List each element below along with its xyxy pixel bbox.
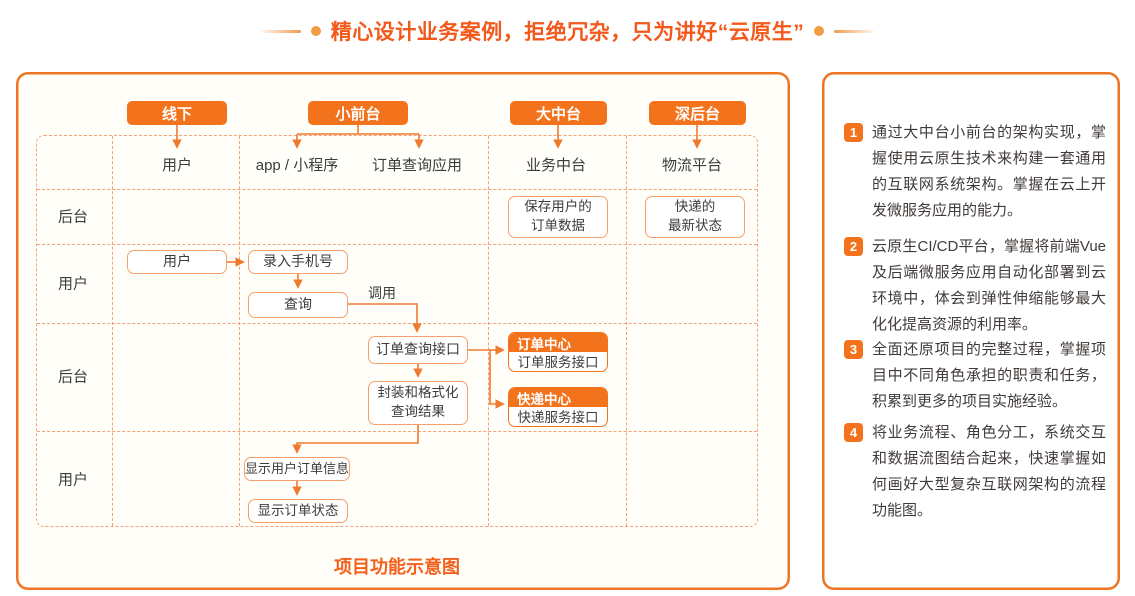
row-label-backstage-2: 后台 xyxy=(57,368,89,386)
node-express-center-sub: 快递服务接口 xyxy=(517,410,599,425)
highlight-text-3: 全面还原项目的完整过程，掌握项目中不同角色承担的职责和任务，积累到更多的项目实施… xyxy=(872,341,1106,410)
node-order-center-sub: 订单服务接口 xyxy=(517,355,599,370)
highlight-badge-4: 4 xyxy=(844,423,863,442)
row-label-user-1: 用户 xyxy=(57,275,89,293)
node-query: 查询 xyxy=(248,292,348,318)
highlight-text-1: 通过大中台小前台的架构实现，掌握使用云原生技术来构建一套通用的互联网系统架构。掌… xyxy=(872,124,1106,219)
swimlane-grid xyxy=(36,135,758,527)
title-deco-dot-left xyxy=(310,26,321,36)
highlight-text-4: 将业务流程、角色分工，系统交互和数据流图结合起来，快速掌握如何画好大型复杂互联网… xyxy=(872,424,1106,519)
highlights-panel: 1 通过大中台小前台的架构实现，掌握使用云原生技术来构建一套通用的互联网系统架构… xyxy=(822,72,1120,590)
highlight-badge-2: 2 xyxy=(844,237,863,256)
edge-label-call: 调用 xyxy=(368,285,396,301)
column-header-logistics: 物流平台 xyxy=(661,157,723,174)
node-save-order-data: 保存用户的 订单数据 xyxy=(508,196,608,238)
row-label-user-2: 用户 xyxy=(57,471,89,489)
grid-hline xyxy=(37,323,757,324)
grid-vline xyxy=(112,136,113,526)
highlight-badge-3: 3 xyxy=(844,340,863,359)
grid-hline xyxy=(37,244,757,245)
row-label-backstage-1: 后台 xyxy=(57,208,89,226)
flowchart-caption: 项目功能示意图 xyxy=(334,557,460,577)
node-order-center-title: 订单中心 xyxy=(509,333,607,352)
highlight-item-2: 2 云原生CI/CD平台，掌握将前端Vue及后端微服务应用自动化部署到云环境中，… xyxy=(844,234,1106,338)
lane-button-frontdesk: 小前台 xyxy=(308,101,408,125)
column-header-app: app / 小程序 xyxy=(255,157,339,174)
lane-button-middle: 大中台 xyxy=(510,101,607,125)
highlight-badge-1: 1 xyxy=(844,123,863,142)
node-order-query-api: 订单查询接口 xyxy=(368,336,468,364)
node-show-order-info: 显示用户订单信息 xyxy=(244,457,350,481)
lane-button-backend: 深后台 xyxy=(649,101,746,125)
grid-vline xyxy=(239,136,240,526)
flowchart-panel: 线下 小前台 大中台 深后台 用户 app / 小程序 订单查询应用 业务中台 … xyxy=(16,72,790,590)
node-show-order-status: 显示订单状态 xyxy=(248,499,348,523)
grid-hline xyxy=(37,189,757,190)
page-title: 精心设计业务案例，拒绝冗杂，只为讲好“云原生” xyxy=(330,21,805,44)
title-deco-line-left xyxy=(260,29,301,33)
node-express-center: 快递中心 快递服务接口 xyxy=(508,387,608,427)
highlight-item-1: 1 通过大中台小前台的架构实现，掌握使用云原生技术来构建一套通用的互联网系统架构… xyxy=(844,120,1106,224)
column-header-bizmiddle: 业务中台 xyxy=(525,157,587,174)
grid-vline xyxy=(626,136,627,526)
lane-button-offline: 线下 xyxy=(127,101,227,125)
node-wrap-format: 封装和格式化 查询结果 xyxy=(368,381,468,425)
grid-hline xyxy=(37,431,757,432)
grid-vline xyxy=(488,136,489,526)
highlight-text-2: 云原生CI/CD平台，掌握将前端Vue及后端微服务应用自动化部署到云环境中，体会… xyxy=(872,238,1106,333)
title-deco-line-right xyxy=(834,29,875,33)
node-express-center-title: 快递中心 xyxy=(509,388,607,407)
highlight-item-3: 3 全面还原项目的完整过程，掌握项目中不同角色承担的职责和任务，积累到更多的项目… xyxy=(844,337,1106,415)
node-input-phone: 录入手机号 xyxy=(248,250,348,274)
highlight-item-4: 4 将业务流程、角色分工，系统交互和数据流图结合起来，快速掌握如何画好大型复杂互… xyxy=(844,420,1106,524)
node-order-center: 订单中心 订单服务接口 xyxy=(508,332,608,372)
page-title-row: 精心设计业务案例，拒绝冗杂，只为讲好“云原生” xyxy=(0,17,1135,45)
column-header-user: 用户 xyxy=(161,157,193,174)
column-header-orderapp: 订单查询应用 xyxy=(371,157,463,174)
node-user: 用户 xyxy=(127,250,227,274)
node-express-latest-status: 快递的 最新状态 xyxy=(645,196,745,238)
title-deco-dot-right xyxy=(814,26,825,36)
